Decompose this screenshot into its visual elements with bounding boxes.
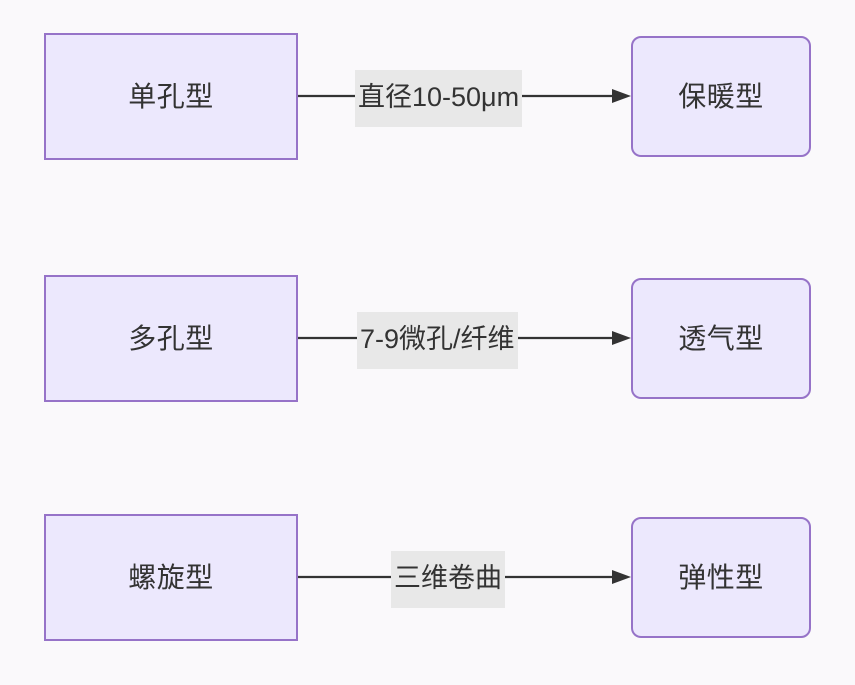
node-source-multi-pore[interactable]: 多孔型 bbox=[44, 275, 298, 402]
edge-label: 直径10-50μm bbox=[355, 70, 523, 127]
node-label: 透气型 bbox=[678, 322, 764, 354]
node-target-elastic[interactable]: 弹性型 bbox=[631, 517, 811, 638]
node-label: 螺旋型 bbox=[128, 561, 214, 593]
edge-label: 三维卷曲 bbox=[391, 551, 505, 608]
node-label: 多孔型 bbox=[128, 322, 214, 354]
node-target-warm[interactable]: 保暖型 bbox=[631, 36, 811, 157]
node-label: 保暖型 bbox=[678, 80, 764, 112]
flow-row: 单孔型 直径10-50μm 保暖型 bbox=[0, 33, 855, 193]
node-label: 弹性型 bbox=[678, 561, 764, 593]
flow-row: 螺旋型 三维卷曲 弹性型 bbox=[0, 514, 855, 674]
flow-row: 多孔型 7-9微孔/纤维 透气型 bbox=[0, 275, 855, 435]
edge-label: 7-9微孔/纤维 bbox=[357, 312, 518, 369]
node-source-single-pore[interactable]: 单孔型 bbox=[44, 33, 298, 160]
node-label: 单孔型 bbox=[128, 80, 214, 112]
node-source-spiral[interactable]: 螺旋型 bbox=[44, 514, 298, 641]
node-target-breathable[interactable]: 透气型 bbox=[631, 278, 811, 399]
